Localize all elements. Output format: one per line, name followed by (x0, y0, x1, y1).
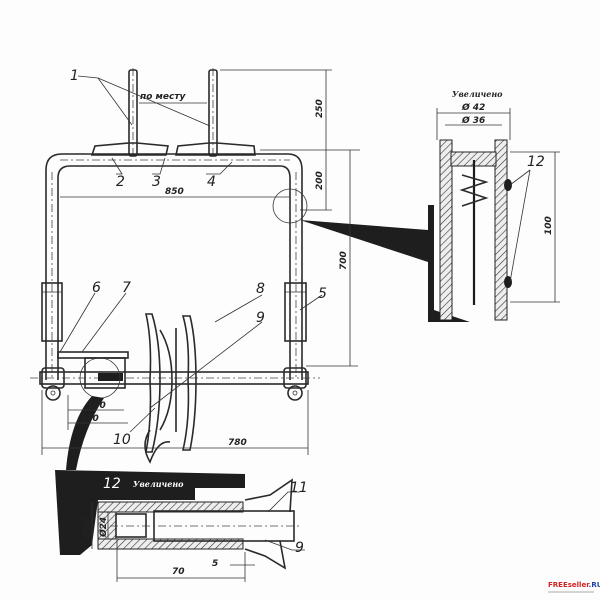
dim-d36: Ø 36 (461, 115, 485, 126)
label-1: 1 (70, 68, 79, 84)
watermark-brand: FREEseller (548, 581, 590, 589)
label-5: 5 (318, 286, 327, 302)
dim-d24: Ø24 (98, 517, 109, 538)
label-4: 4 (207, 174, 216, 190)
dim-200: 200 (315, 171, 325, 190)
label-2: 2 (116, 174, 125, 190)
pins (128, 68, 218, 158)
label-6: 6 (92, 280, 101, 296)
label-7: 7 (122, 280, 131, 296)
dim-170: 170 (80, 414, 99, 424)
inset-enlarged-bottom: 12 Увеличено Ø38 Ø24 70 5 11 9 (55, 470, 308, 582)
label-9-bottom: 9 (295, 540, 304, 556)
dim-d42: Ø 42 (461, 102, 485, 113)
wheel-rim (144, 313, 197, 464)
enlarged-note-bottom: Увеличено (133, 479, 184, 489)
frame (30, 153, 320, 401)
label-9: 9 (256, 310, 265, 326)
support-plates (90, 142, 256, 156)
watermark-domain: .RU (589, 581, 600, 589)
dim-100: 100 (544, 216, 554, 235)
leader-wedge-top (300, 220, 428, 262)
svg-text:FREEseller.RU: FREEseller.RU (548, 581, 600, 589)
dim-5: 5 (212, 559, 218, 569)
label-8: 8 (256, 281, 265, 297)
dim-po-mestu: по месту (140, 92, 187, 102)
leader-wedge-bottom (66, 396, 104, 470)
label-11: 11 (290, 480, 308, 496)
detail-circle-top (272, 188, 308, 224)
dim-850: 850 (165, 187, 184, 197)
dim-700: 700 (339, 251, 349, 270)
label-12-top: 12 (527, 154, 545, 170)
enlarged-note-top: Увеличено (452, 89, 503, 99)
label-3: 3 (152, 174, 161, 190)
dim-160: 160 (87, 401, 106, 411)
dim-70: 70 (172, 567, 185, 577)
dim-780: 780 (228, 438, 247, 448)
label-12-bottom: 12 (103, 476, 121, 492)
inset-enlarged-top: Увеличено Ø 42 Ø 36 100 12 (428, 89, 560, 322)
watermark-logo: FREEseller.RU (548, 581, 600, 593)
dimension-lines (41, 69, 360, 455)
dim-d38: Ø38 (82, 518, 93, 539)
label-10: 10 (113, 432, 131, 448)
dim-250: 250 (315, 99, 325, 118)
